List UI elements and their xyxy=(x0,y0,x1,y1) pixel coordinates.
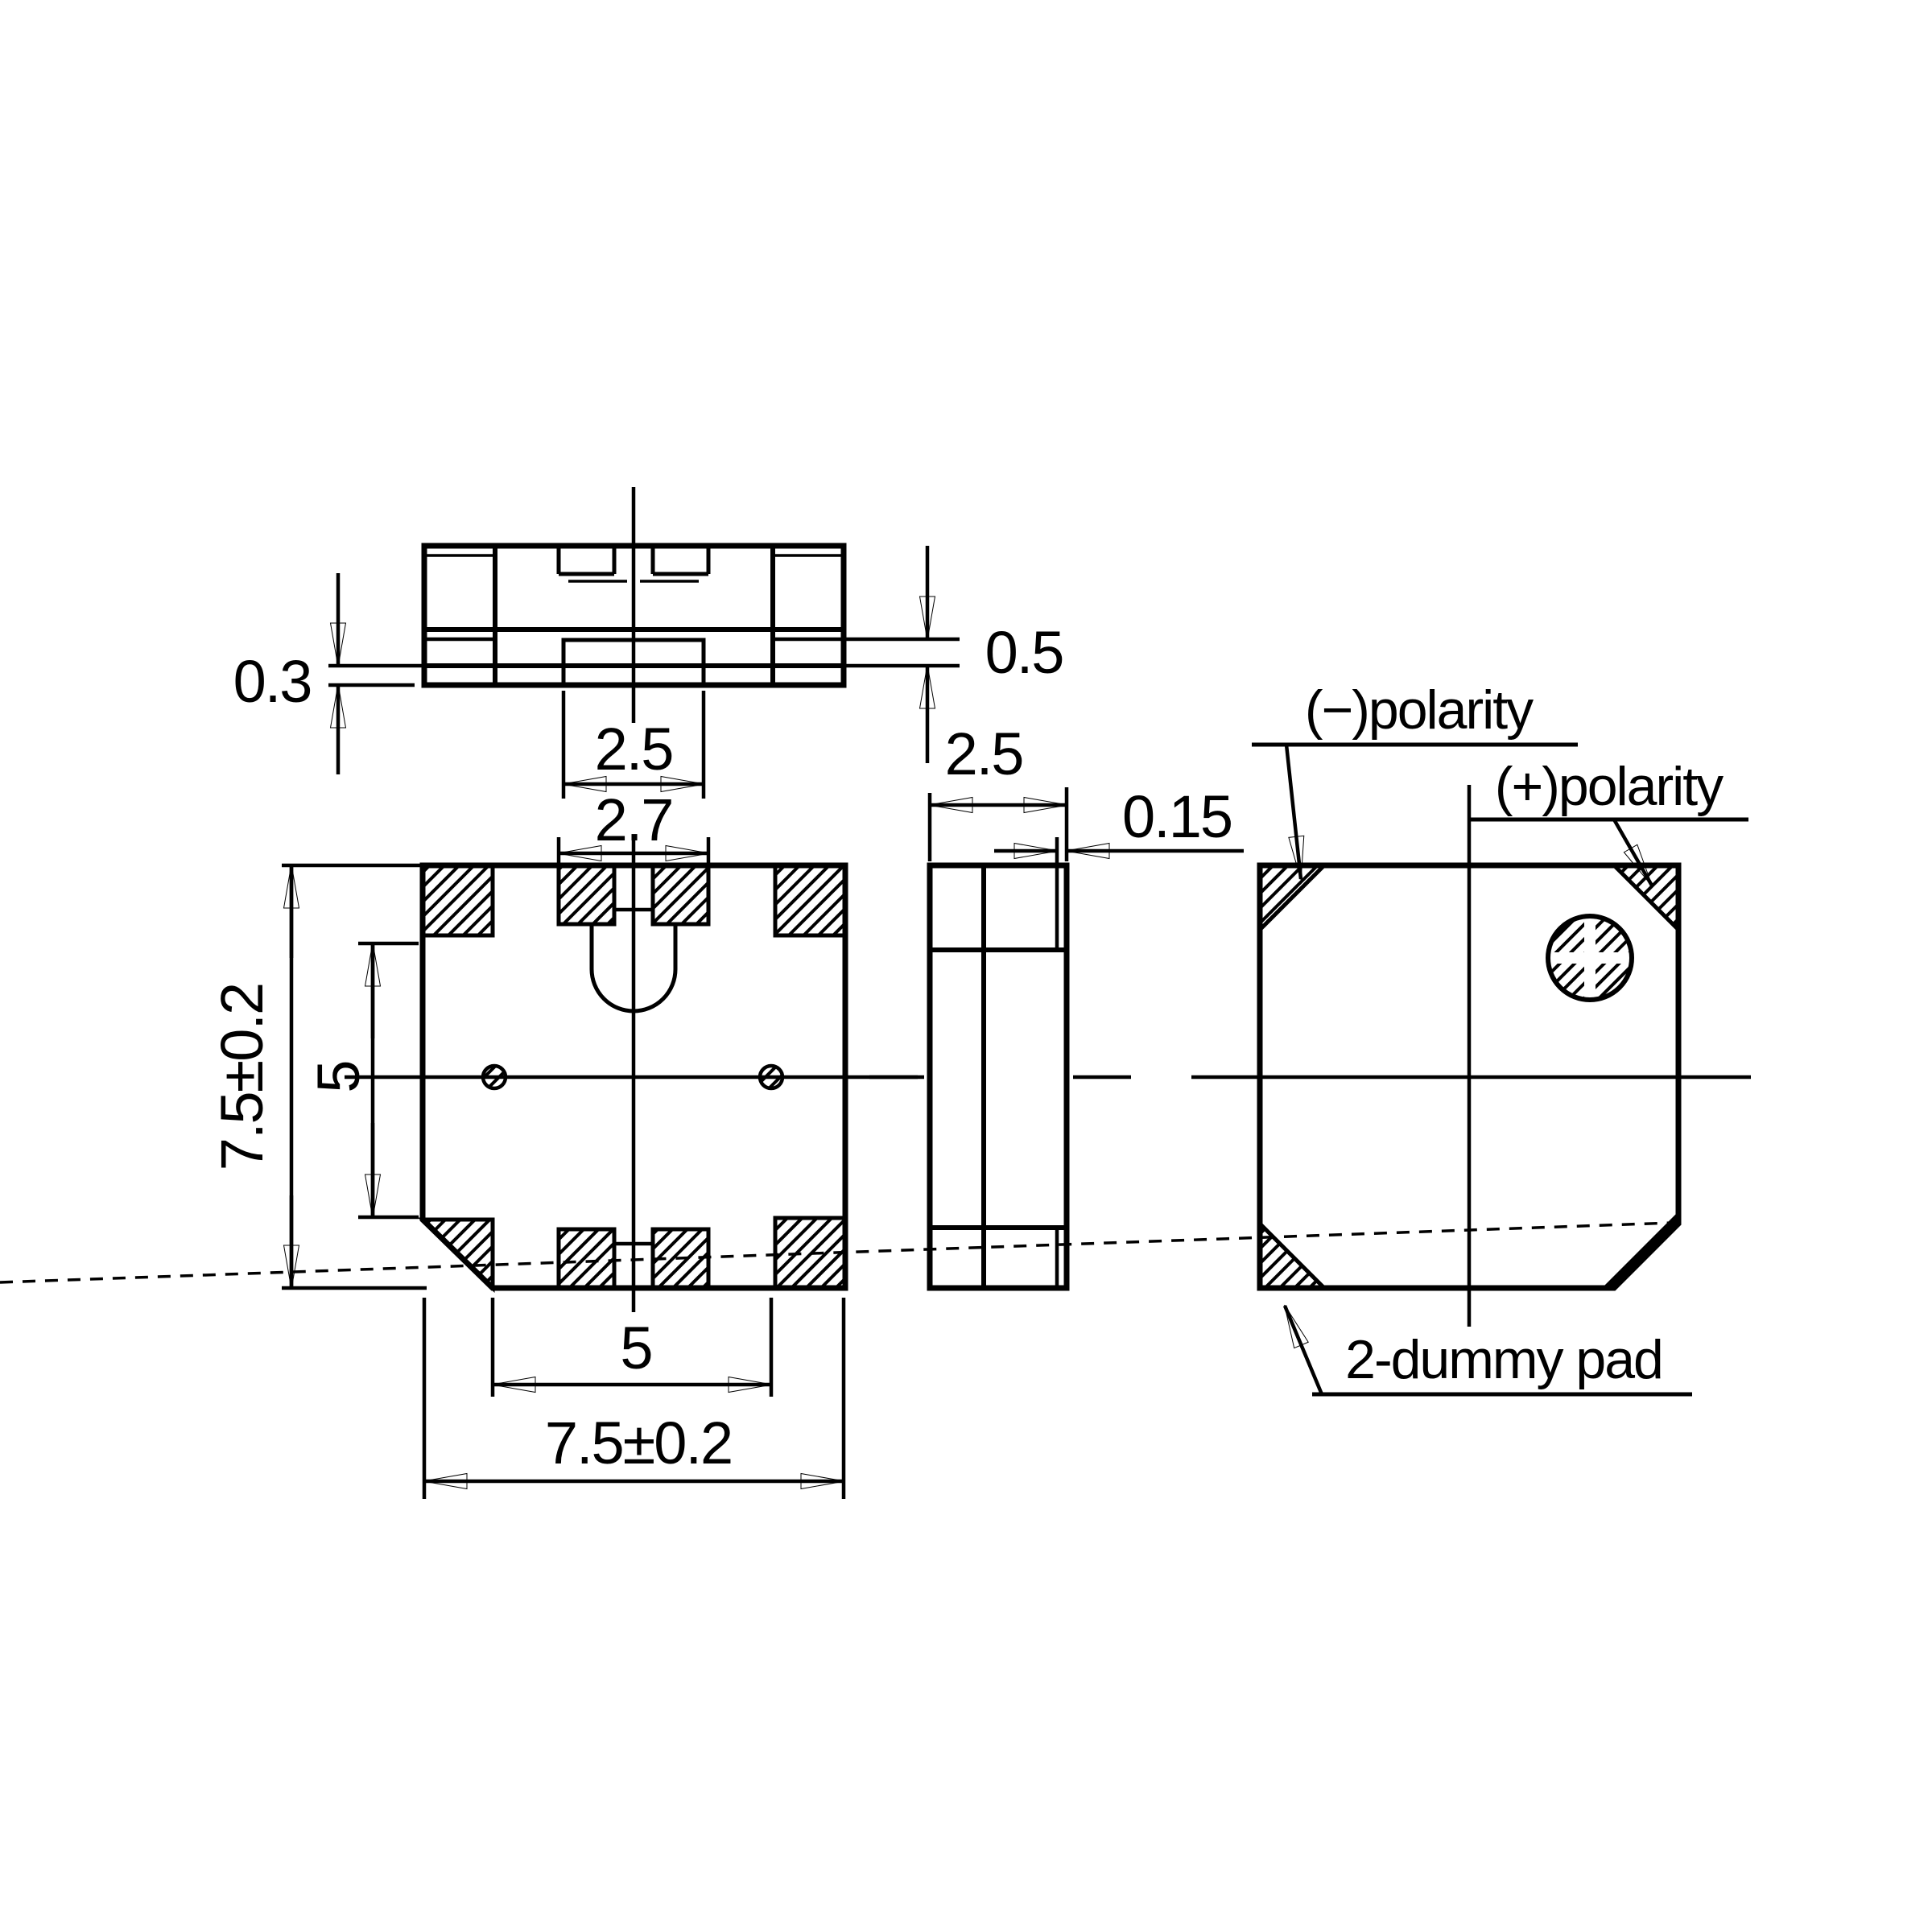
negative-polarity-leader xyxy=(1284,744,1305,881)
dim-depth: 2.5 xyxy=(927,720,1069,861)
side-view: 2.5 0.15 xyxy=(869,720,1244,1291)
positive-polarity-label: (+)polarity xyxy=(1495,756,1724,817)
dim-terminal-wrap-label: 0.5 xyxy=(985,619,1063,686)
negative-polarity-callout: (−)polarity xyxy=(1252,679,1578,881)
pad-top-right xyxy=(773,863,848,938)
pad-bottom-center-left xyxy=(556,1227,617,1290)
chamfer-pad-dummy xyxy=(1257,1218,1330,1290)
sound-hole-marker xyxy=(1546,914,1634,1002)
dummy-pad-callout: 2-dummy pad xyxy=(1282,1304,1692,1397)
dim-wall-thickness-label: 0.15 xyxy=(1122,783,1232,850)
side-outline xyxy=(927,862,1070,1291)
dim-pad-span-horizontal: 5 xyxy=(490,1298,774,1397)
pad-top-left xyxy=(420,863,495,938)
positive-polarity-leader xyxy=(1612,818,1653,887)
dim-terminal-wrap: 0.5 xyxy=(845,546,1064,763)
dim-body-height: 7.5±0.2 xyxy=(208,863,427,1290)
dim-pad-span-horizontal-label: 5 xyxy=(620,1315,651,1381)
positive-polarity-callout: (+)polarity xyxy=(1469,756,1748,887)
dim-body-height-label: 7.5±0.2 xyxy=(208,984,275,1170)
pad-bottom-left-chamfered xyxy=(417,1217,495,1293)
chamfer-band-bottom-right xyxy=(0,1212,1678,1288)
top-slot xyxy=(556,546,711,583)
dim-center-pad-width: 2.5 xyxy=(561,691,706,799)
top-view: (−)polarity (+)polarity 2-dummy pad xyxy=(0,679,1751,1397)
dim-pad-span-vertical: 5 xyxy=(305,941,419,1220)
bottom-view: 2.7 7.5±0.2 xyxy=(208,786,918,1499)
dummy-pad-leader xyxy=(1282,1304,1324,1395)
dim-pad-protrusion-label: 0.3 xyxy=(233,648,312,715)
side-section-view: 0.3 0.5 2.5 xyxy=(233,487,1064,799)
dummy-pad-label: 2-dummy pad xyxy=(1345,1329,1662,1390)
dim-body-width: 7.5±0.2 xyxy=(422,1298,846,1499)
negative-polarity-label: (−)polarity xyxy=(1305,679,1534,741)
dim-pad-protrusion: 0.3 xyxy=(233,573,427,774)
dim-wall-thickness: 0.15 xyxy=(994,783,1244,865)
dim-depth-label: 2.5 xyxy=(945,720,1023,787)
chamfer-pad-negative xyxy=(1257,863,1330,935)
pad-top-center-right xyxy=(650,863,711,927)
dim-body-width-label: 7.5±0.2 xyxy=(545,1410,732,1476)
dim-pad-span-vertical-label: 5 xyxy=(305,1061,372,1092)
dim-center-pad-width-label: 2.5 xyxy=(595,716,673,782)
pad-top-center-left xyxy=(556,863,617,927)
